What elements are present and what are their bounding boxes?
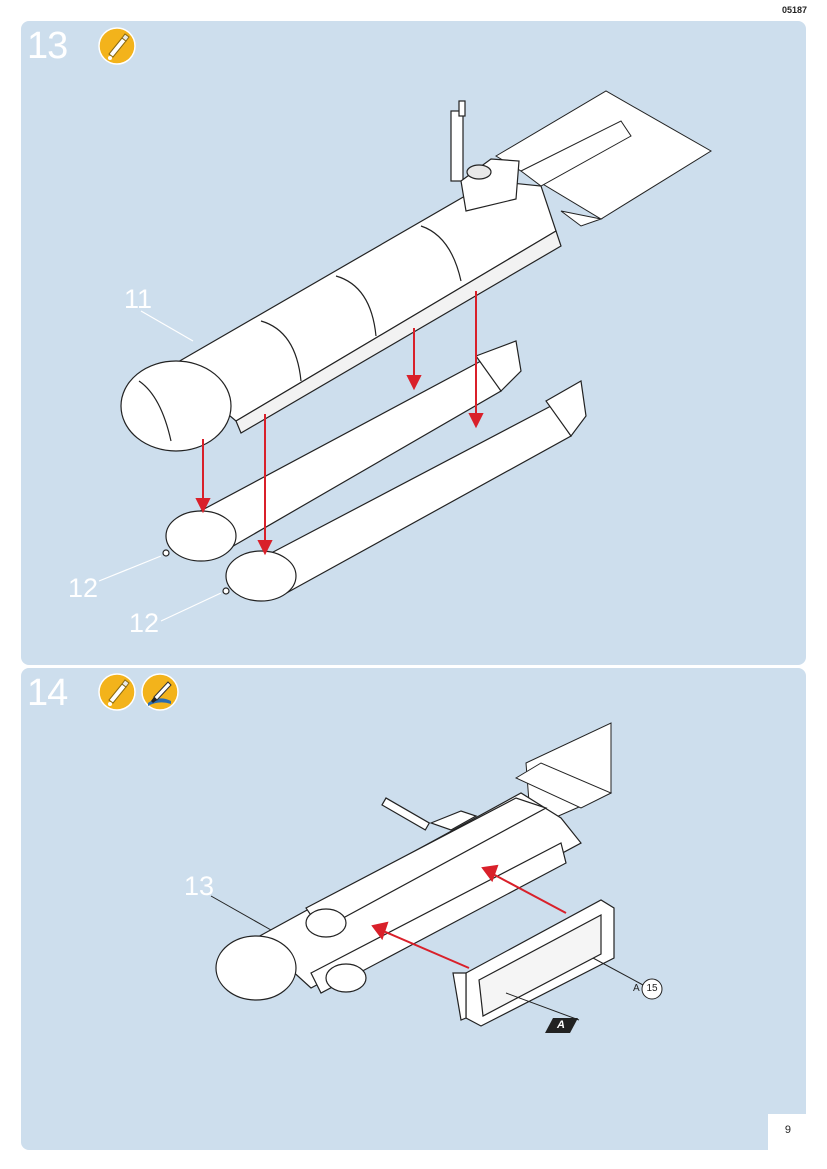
tail-fins (495, 90, 712, 227)
callout-part-12: 12 (68, 573, 99, 603)
glue-tube-icon (98, 673, 136, 711)
torpedo-left (162, 340, 522, 562)
step-14-panel: 14 (21, 668, 806, 1150)
page-number-box (768, 1114, 806, 1150)
submarine-hull (120, 100, 562, 452)
page-number: 9 (784, 1124, 791, 1136)
part-number: 15 (646, 983, 658, 994)
callout-part-12: 12 (129, 608, 160, 638)
assembly-arrows (371, 864, 567, 969)
part-15 (452, 899, 615, 1027)
step-13-drawing (98, 90, 712, 622)
submarine-assembly (215, 792, 582, 1001)
part-ref-callout (641, 978, 663, 1000)
sprue-letter: A (633, 983, 640, 994)
tail-fins (514, 722, 613, 829)
step-number: 14 (27, 672, 68, 714)
callout-part-11: 11 (124, 284, 153, 314)
product-code: 05187 (781, 5, 807, 15)
callout-part-13: 13 (184, 871, 215, 901)
decal-label: A (557, 1019, 565, 1031)
step-13-panel: 13 (21, 21, 806, 665)
decal-marker (545, 1018, 578, 1033)
leader-lines (98, 310, 222, 622)
step-14-drawing (210, 722, 663, 1033)
leader-lines (210, 895, 644, 1021)
torpedo-right (222, 380, 587, 602)
glue-tube-icon (98, 27, 136, 65)
paint-brush-icon (141, 673, 179, 711)
assembly-arrows (195, 291, 484, 556)
step-number: 13 (27, 25, 68, 67)
